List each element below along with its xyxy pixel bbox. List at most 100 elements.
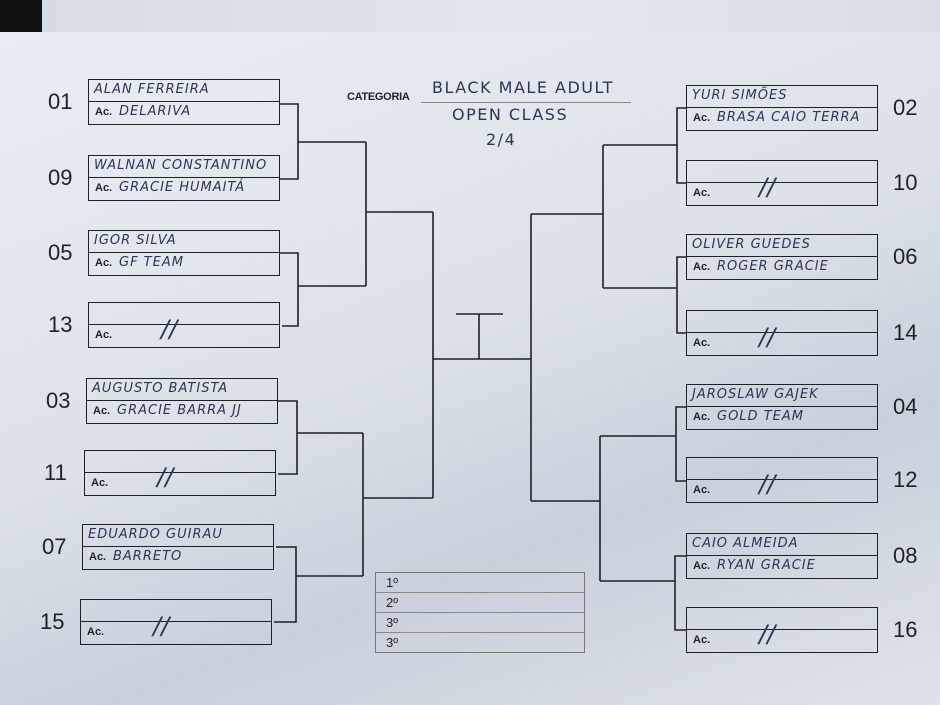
name-row[interactable] (687, 458, 877, 480)
seed-number: 14 (893, 320, 918, 345)
seed-number: 07 (42, 534, 67, 559)
academy-row[interactable]: Ac.BRASA CAIO TERRA (687, 108, 877, 130)
academy-row[interactable]: Ac.// (81, 612, 271, 644)
competitor-slot-04[interactable]: JAROSLAW GAJEK Ac. GOLD TEAM (686, 384, 878, 430)
category-page: 2/4 (486, 130, 517, 149)
competitor-slot-07[interactable]: EDUARDO GUIRAU Ac.BARRETO (82, 524, 274, 570)
category-division: BLACK MALE ADULT (432, 78, 614, 97)
academy-row[interactable]: Ac.BARRETO (83, 547, 273, 569)
academy-prefix: Ac. (93, 405, 111, 417)
name-row[interactable] (687, 608, 877, 630)
seed-number: 09 (48, 165, 73, 190)
academy-prefix: Ac. (87, 626, 105, 638)
academy-name: GOLD TEAM (717, 409, 804, 424)
result-second[interactable]: 2º (376, 593, 584, 613)
result-first[interactable]: 1º (376, 573, 584, 593)
competitor-name: YURI SIMÕES (692, 88, 788, 103)
academy-prefix: Ac. (95, 257, 113, 269)
seed-number: 03 (46, 388, 71, 413)
name-row[interactable] (687, 311, 877, 333)
academy-row[interactable]: Ac.// (687, 470, 877, 502)
academy-row[interactable]: Ac. // (687, 620, 877, 652)
name-row[interactable]: JAROSLAW GAJEK (687, 385, 877, 407)
connector-04-12 (600, 406, 686, 482)
name-row[interactable] (687, 161, 877, 183)
name-row[interactable] (81, 600, 271, 622)
seed-number: 04 (893, 394, 918, 419)
bye-mark: // (759, 620, 776, 648)
academy-row[interactable]: Ac.// (687, 323, 877, 355)
category-underline (421, 102, 631, 103)
name-row[interactable]: ALAN FERREIRA (89, 80, 279, 102)
academy-prefix: Ac. (693, 337, 711, 349)
academy-prefix: Ac. (91, 477, 109, 489)
competitor-slot-10[interactable]: Ac.// (686, 160, 878, 206)
category-class: OPEN CLASS (452, 105, 569, 124)
academy-name: GRACIE BARRA JJ (117, 403, 242, 418)
competitor-name: EDUARDO GUIRAU (88, 527, 223, 542)
academy-row[interactable]: Ac. GF TEAM (89, 253, 279, 275)
competitor-slot-15[interactable]: Ac.// (80, 599, 272, 645)
result-third-a[interactable]: 3º (376, 613, 584, 633)
academy-row[interactable]: Ac.RYAN GRACIE (687, 556, 877, 578)
competitor-slot-05[interactable]: IGOR SILVA Ac. GF TEAM (88, 230, 280, 276)
seed-number: 11 (44, 460, 67, 485)
academy-name: GRACIE HUMAITÁ (119, 180, 246, 195)
academy-row[interactable]: Ac. GRACIE HUMAITÁ (89, 178, 279, 200)
academy-prefix: Ac. (693, 112, 711, 124)
results-table: 1º 2º 3º 3º (375, 572, 585, 653)
academy-prefix: Ac. (693, 560, 711, 572)
academy-prefix: Ac. (693, 411, 711, 423)
competitor-slot-03[interactable]: AUGUSTO BATISTA Ac. GRACIE BARRA JJ (86, 378, 278, 424)
seed-number: 05 (48, 240, 73, 265)
academy-prefix: Ac. (693, 261, 711, 273)
competitor-slot-02[interactable]: YURI SIMÕES Ac.BRASA CAIO TERRA (686, 85, 878, 131)
academy-name: BARRETO (113, 549, 183, 564)
name-row[interactable] (85, 451, 275, 473)
academy-row[interactable]: Ac. GRACIE BARRA JJ (87, 401, 277, 423)
academy-prefix: Ac. (693, 187, 711, 199)
academy-row[interactable]: Ac.DELARIVA (89, 102, 279, 124)
seed-number: 02 (893, 95, 918, 120)
academy-row[interactable]: Ac.ROGER GRACIE (687, 257, 877, 279)
academy-prefix: Ac. (95, 182, 113, 194)
seed-number: 08 (893, 543, 918, 568)
name-row[interactable]: OLIVER GUEDES (687, 235, 877, 257)
academy-row[interactable]: Ac. GOLD TEAM (687, 407, 877, 429)
competitor-slot-14[interactable]: Ac.// (686, 310, 878, 356)
academy-name: GF TEAM (119, 255, 184, 270)
competitor-name: IGOR SILVA (94, 233, 177, 248)
competitor-slot-09[interactable]: WALNAN CONSTANTINO Ac. GRACIE HUMAITÁ (88, 155, 280, 201)
name-row[interactable]: WALNAN CONSTANTINO (89, 156, 279, 178)
connector-05-13 (280, 252, 366, 327)
academy-row[interactable]: Ac.// (85, 463, 275, 495)
competitor-name: WALNAN CONSTANTINO (94, 158, 268, 173)
name-row[interactable] (89, 303, 279, 325)
name-row[interactable]: AUGUSTO BATISTA (87, 379, 277, 401)
connector-right-r2-bottom (531, 436, 601, 581)
competitor-name: JAROSLAW GAJEK (692, 387, 819, 402)
name-row[interactable]: EDUARDO GUIRAU (83, 525, 273, 547)
seed-number: 06 (893, 244, 918, 269)
connector-07-15 (274, 546, 363, 623)
academy-prefix: Ac. (693, 634, 711, 646)
seed-number: 15 (40, 609, 65, 634)
seed-number: 12 (893, 467, 918, 492)
competitor-slot-12[interactable]: Ac.// (686, 457, 878, 503)
name-row[interactable]: YURI SIMÕES (687, 86, 877, 108)
background-sheet (0, 0, 940, 34)
competitor-slot-11[interactable]: Ac.// (84, 450, 276, 496)
competitor-slot-16[interactable]: Ac. // (686, 607, 878, 653)
final-t-marker (456, 313, 503, 359)
name-row[interactable]: CAIO ALMEIDA (687, 534, 877, 556)
competitor-name: AUGUSTO BATISTA (92, 381, 229, 396)
result-third-b[interactable]: 3º (386, 635, 398, 650)
academy-row[interactable]: Ac.// (89, 315, 279, 347)
competitor-slot-13[interactable]: Ac.// (88, 302, 280, 348)
academy-row[interactable]: Ac.// (687, 173, 877, 205)
name-row[interactable]: IGOR SILVA (89, 231, 279, 253)
